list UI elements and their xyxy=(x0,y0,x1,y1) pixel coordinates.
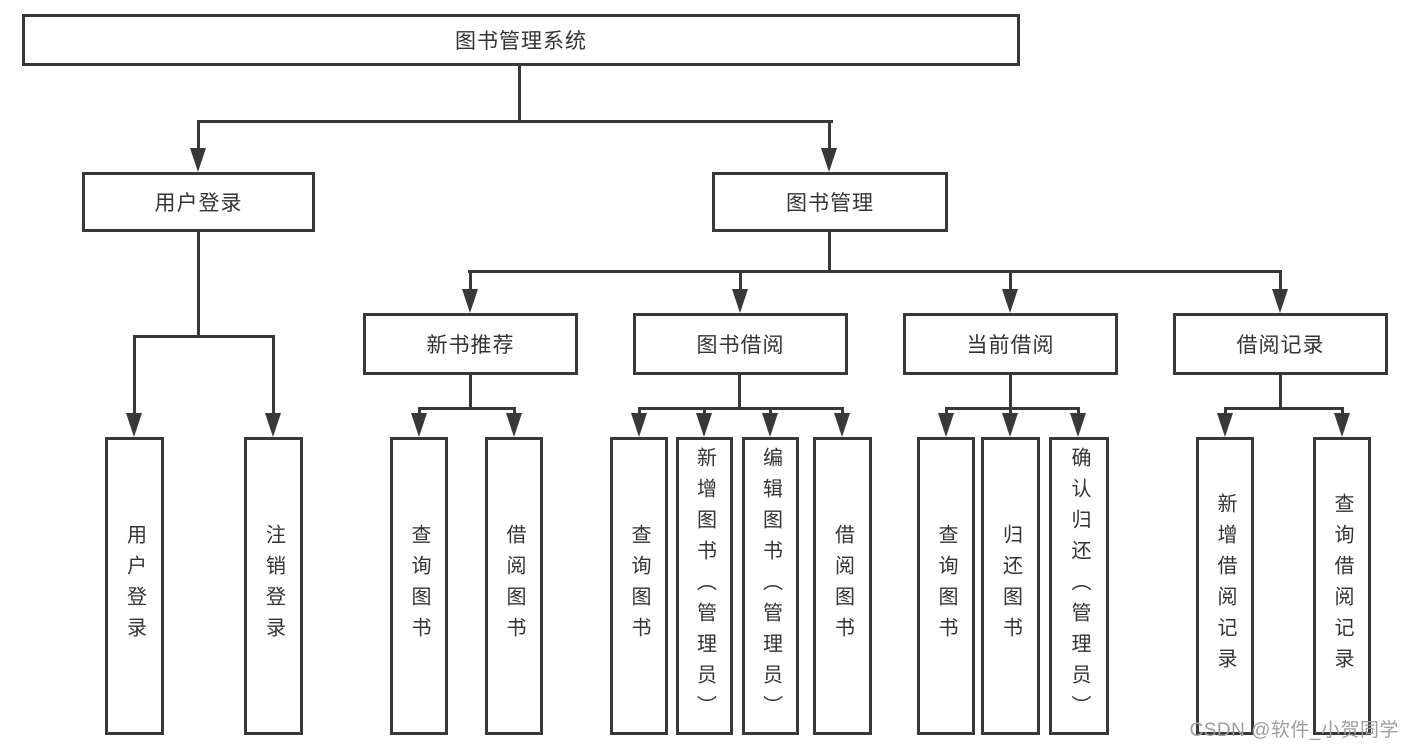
node-logout-action: 注销登录 xyxy=(244,437,303,735)
connector-line xyxy=(469,375,472,407)
csdn-watermark: CSDN @软件_小贺同学 xyxy=(1189,720,1399,741)
node-confirm-return-admin: 确认归还（管理员） xyxy=(1049,437,1109,735)
connector-line xyxy=(197,120,200,150)
arrowhead-down-icon xyxy=(732,289,748,313)
node-query-books-current: 查询图书 xyxy=(917,437,975,735)
connector-line xyxy=(638,407,641,415)
node-user-login-action: 用户登录 xyxy=(105,437,164,735)
connector-line xyxy=(841,407,844,415)
arrowhead-down-icon xyxy=(762,413,778,437)
node-add-borrow-record: 新增借阅记录 xyxy=(1196,437,1254,735)
connector-line xyxy=(1279,375,1282,407)
connector-line xyxy=(133,335,274,338)
node-user-login: 用户登录 xyxy=(82,172,315,232)
connector-line xyxy=(418,407,421,415)
connector-line xyxy=(1279,270,1282,291)
node-borrow-books-recommend: 借阅图书 xyxy=(485,437,543,735)
connector-line xyxy=(197,232,200,335)
connector-line xyxy=(739,270,742,291)
connector-line xyxy=(828,232,831,270)
arrowhead-down-icon xyxy=(265,413,281,437)
connector-line xyxy=(945,407,948,415)
arrowhead-down-icon xyxy=(1002,413,1018,437)
connector-line xyxy=(769,407,772,415)
connector-line xyxy=(518,66,521,120)
node-return-books: 归还图书 xyxy=(981,437,1040,735)
connector-line xyxy=(197,120,833,123)
connector-line xyxy=(418,407,516,410)
arrowhead-down-icon xyxy=(821,148,837,172)
connector-line xyxy=(638,407,844,410)
node-query-books-recommend: 查询图书 xyxy=(390,437,448,735)
node-new-book-recommend: 新书推荐 xyxy=(363,313,578,375)
connector-line xyxy=(1009,407,1012,415)
arrowhead-down-icon xyxy=(1334,413,1350,437)
arrowhead-down-icon xyxy=(126,413,142,437)
connector-line xyxy=(469,270,472,291)
arrowhead-down-icon xyxy=(938,413,954,437)
node-book-management: 图书管理 xyxy=(712,172,948,232)
node-query-books-borrowing: 查询图书 xyxy=(610,437,668,735)
arrowhead-down-icon xyxy=(1217,413,1233,437)
arrowhead-down-icon xyxy=(1070,413,1086,437)
node-book-borrowing: 图书借阅 xyxy=(633,313,848,375)
connector-line xyxy=(133,335,136,415)
connector-line xyxy=(703,407,706,415)
node-borrowing-records: 借阅记录 xyxy=(1173,313,1388,375)
arrowhead-down-icon xyxy=(1002,289,1018,313)
node-add-book-admin: 新增图书（管理员） xyxy=(676,437,733,735)
connector-line xyxy=(1341,407,1344,415)
node-library-management-system: 图书管理系统 xyxy=(22,14,1020,66)
connector-line xyxy=(828,120,831,150)
node-query-borrow-record: 查询借阅记录 xyxy=(1313,437,1371,735)
arrowhead-down-icon xyxy=(696,413,712,437)
node-edit-book-admin: 编辑图书（管理员） xyxy=(742,437,799,735)
arrowhead-down-icon xyxy=(506,413,522,437)
connector-line xyxy=(1009,375,1012,407)
arrowhead-down-icon xyxy=(190,148,206,172)
connector-line xyxy=(468,270,1282,273)
arrowhead-down-icon xyxy=(834,413,850,437)
connector-line xyxy=(1224,407,1227,415)
node-borrow-books: 借阅图书 xyxy=(813,437,872,735)
arrowhead-down-icon xyxy=(631,413,647,437)
connector-line xyxy=(513,407,516,415)
connector-line xyxy=(1009,270,1012,291)
arrowhead-down-icon xyxy=(1272,289,1288,313)
connector-line xyxy=(272,335,275,415)
arrowhead-down-icon xyxy=(411,413,427,437)
connector-line xyxy=(1224,407,1344,410)
arrowhead-down-icon xyxy=(462,289,478,313)
connector-line xyxy=(945,407,1079,410)
connector-line xyxy=(1077,407,1080,415)
node-current-borrowing: 当前借阅 xyxy=(903,313,1118,375)
connector-line xyxy=(738,375,741,407)
